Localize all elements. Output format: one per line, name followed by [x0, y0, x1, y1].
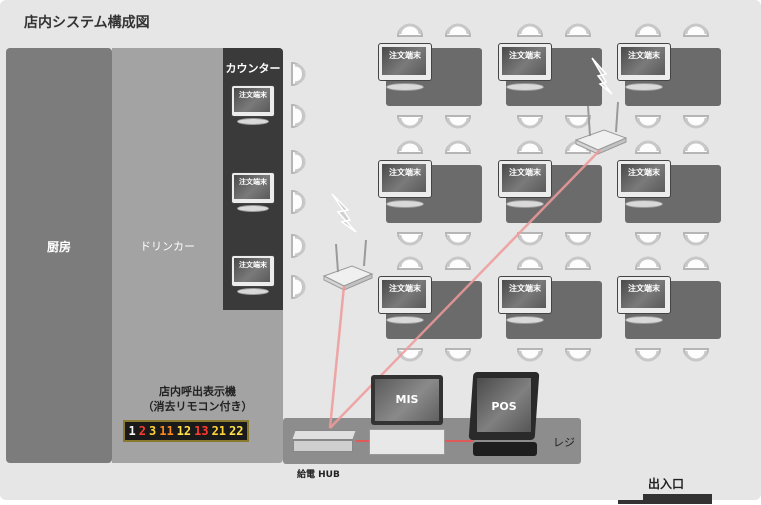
wifi-access-point-icon — [322, 193, 374, 291]
exit-marker — [618, 494, 712, 504]
order-terminal: 注文端末 — [378, 43, 432, 95]
register-label: レジ — [553, 436, 575, 449]
order-terminal: 注文端末 — [498, 276, 552, 328]
kitchen-label: 厨房 — [46, 240, 71, 254]
mis-label: MIS — [395, 393, 419, 406]
call-number: 22 — [229, 424, 244, 438]
wifi-access-point-icon — [574, 57, 628, 155]
terminal-label: 注文端末 — [389, 284, 421, 293]
terminal-label: 注文端末 — [509, 168, 541, 177]
terminal-label: 注文端末 — [239, 91, 267, 99]
terminal-label: 注文端末 — [389, 51, 421, 60]
counter-label: カウンター — [225, 62, 281, 75]
pos-terminal: POS — [465, 372, 545, 460]
terminal-label: 注文端末 — [239, 261, 267, 269]
terminal-label: 注文端末 — [389, 168, 421, 177]
kitchen-area: 厨房 — [6, 48, 112, 463]
counter-terminal: 注文端末 — [231, 85, 275, 127]
call-number: 3 — [148, 424, 157, 438]
pos-label: POS — [491, 400, 517, 413]
terminal-label: 注文端末 — [628, 284, 660, 293]
order-terminal: 注文端末 — [617, 43, 671, 95]
call-number: 13 — [194, 424, 209, 438]
call-number: 2 — [138, 424, 146, 438]
terminal-label: 注文端末 — [509, 284, 541, 293]
mis-terminal: MIS — [369, 375, 445, 457]
call-display-label: 店内呼出表示機 （消去リモコン付き） — [142, 385, 253, 413]
order-terminal: 注文端末 — [498, 160, 552, 212]
order-terminal: 注文端末 — [378, 160, 432, 212]
page-title: 店内システム構成図 — [24, 15, 150, 31]
call-number: 12 — [176, 424, 192, 438]
exit-label: 出入口 — [648, 477, 685, 491]
terminal-label: 注文端末 — [628, 51, 660, 60]
hub-label: 給電 HUB — [297, 470, 340, 480]
terminal-label: 注文端末 — [239, 178, 267, 186]
drink-bar-label: ドリンカー — [140, 240, 195, 253]
order-terminal: 注文端末 — [378, 276, 432, 328]
terminal-label: 注文端末 — [628, 168, 660, 177]
call-number: 21 — [211, 424, 227, 438]
order-terminal: 注文端末 — [617, 160, 671, 212]
call-number: 11 — [159, 424, 174, 438]
order-terminal: 注文端末 — [617, 276, 671, 328]
order-terminal: 注文端末 — [498, 43, 552, 95]
call-number: 1 — [128, 424, 136, 438]
poe-hub — [291, 430, 357, 454]
counter-terminal: 注文端末 — [231, 172, 275, 214]
terminal-label: 注文端末 — [509, 51, 541, 60]
counter-terminal: 注文端末 — [231, 255, 275, 297]
